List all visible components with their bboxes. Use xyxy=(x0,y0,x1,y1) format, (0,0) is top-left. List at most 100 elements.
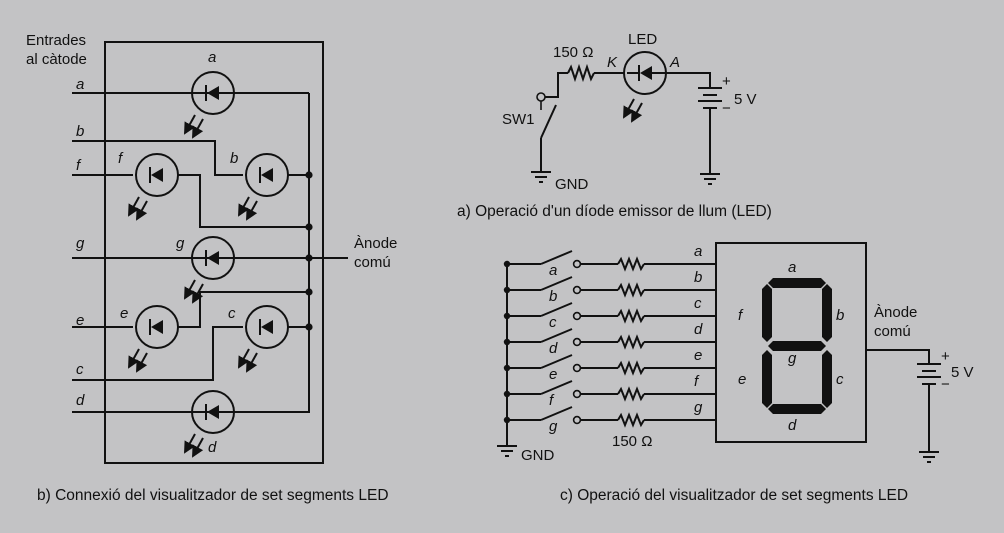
segment-a xyxy=(768,278,826,288)
gnd-label-c: GND xyxy=(521,447,555,464)
switch-blade-d xyxy=(540,328,573,343)
input-label-a: a xyxy=(76,76,84,93)
resistor-a xyxy=(567,63,595,83)
ground-symbol-c1 xyxy=(497,445,517,457)
switch-row-f xyxy=(503,380,716,402)
switch-label-a: a xyxy=(549,262,557,279)
wire-led-battery xyxy=(666,72,711,88)
segment-label-b: b xyxy=(836,307,844,324)
segment-label-c: c xyxy=(836,371,844,388)
ground-dot-g xyxy=(503,416,511,424)
segment-label-g: g xyxy=(788,350,797,367)
segment-e xyxy=(762,350,772,408)
resistor-e xyxy=(617,360,645,376)
led-label-e: e xyxy=(120,305,128,322)
resistor-a xyxy=(617,256,645,272)
ground-dot-c xyxy=(503,312,511,320)
led-g xyxy=(184,236,235,304)
switch-label-e: e xyxy=(549,366,557,383)
switch-label: SW1 xyxy=(502,111,535,128)
switch-top-contact xyxy=(536,92,546,102)
switch-row-d xyxy=(503,328,716,350)
input-label-d: d xyxy=(76,392,85,409)
led-g-body xyxy=(191,236,235,280)
input-label-f: f xyxy=(76,157,82,174)
led-g-light-arrow-2 xyxy=(192,283,204,304)
segment-label-f: f xyxy=(738,307,744,324)
resistor-value-label-c: 150 Ω xyxy=(612,433,652,450)
segment-b xyxy=(822,284,832,342)
inputs-label-line1: Entrades xyxy=(26,32,86,49)
led-c-body xyxy=(245,305,289,349)
led-a-diode-triangle xyxy=(207,86,219,100)
gnd-label: GND xyxy=(555,176,589,193)
led-f-body xyxy=(135,153,179,197)
caption-a: a) Operació d'un díode emissor de llum (… xyxy=(457,203,772,220)
anode-label-line1: Ànode xyxy=(354,235,397,252)
led-label-d: d xyxy=(208,439,217,456)
switch-row-g xyxy=(503,406,716,428)
led-d-diode-triangle xyxy=(207,405,219,419)
ground-dot-f xyxy=(503,390,511,398)
line-label-b: b xyxy=(694,269,702,286)
input-wire-b xyxy=(72,140,243,176)
segment-f xyxy=(762,284,772,342)
anode-wire-f xyxy=(178,174,309,228)
resistor-c xyxy=(617,308,645,324)
segment-label-d: d xyxy=(788,417,797,434)
seven-segment-digit xyxy=(762,278,832,414)
anode-label-c-line2: comú xyxy=(874,323,911,340)
led-f-light-arrow-2 xyxy=(136,200,148,221)
anode-label-line2: comú xyxy=(354,254,391,271)
led-e-light-arrow-1 xyxy=(128,348,140,369)
ground-symbol-a1 xyxy=(531,171,551,183)
plus-sign: + xyxy=(722,73,731,90)
switch-row-b xyxy=(503,276,716,298)
light-arrow-a1 xyxy=(623,98,635,119)
line-label-a: a xyxy=(694,243,702,260)
led-d xyxy=(184,390,235,458)
led-label: LED xyxy=(628,31,657,48)
input-label-e: e xyxy=(76,312,84,329)
switch-blade-b xyxy=(540,276,573,291)
anode-wire-e xyxy=(178,291,309,328)
input-label-c: c xyxy=(76,361,84,378)
resistor-g xyxy=(617,412,645,428)
resistor-value-label: 150 Ω xyxy=(553,44,593,61)
switch-row-e xyxy=(503,354,716,376)
diagram-a-led-operation: 150 Ω LED K A SW1 GND + − 5 V xyxy=(457,31,772,220)
switch-label-d: d xyxy=(549,340,558,357)
switch-label-c: c xyxy=(549,314,557,331)
led-b xyxy=(238,153,289,221)
led-label-a: a xyxy=(208,49,216,66)
switch-row-c xyxy=(503,302,716,324)
switch-blade-f xyxy=(540,380,573,395)
led-label-g: g xyxy=(176,235,185,252)
resistor-b xyxy=(617,282,645,298)
seven-segment-display-box xyxy=(715,242,867,443)
input-label-b: b xyxy=(76,123,84,140)
led-b-body xyxy=(245,153,289,197)
led-label-c: c xyxy=(228,305,236,322)
caption-c: c) Operació del visualitzador de set seg… xyxy=(560,487,908,504)
switch-contact-f xyxy=(572,389,582,399)
led-d-light-arrow-2 xyxy=(192,437,204,458)
led-e-diode-triangle xyxy=(151,320,163,334)
line-label-f: f xyxy=(694,373,700,390)
battery-a xyxy=(698,87,722,109)
switch-blade-c xyxy=(540,302,573,317)
led-f-diode-triangle xyxy=(151,168,163,182)
minus-sign-c: − xyxy=(941,376,950,393)
light-arrow-a2 xyxy=(631,102,643,123)
resistor-d xyxy=(617,334,645,350)
minus-sign: − xyxy=(722,100,731,117)
line-label-g: g xyxy=(694,399,703,416)
line-label-d: d xyxy=(694,321,703,338)
led-b-light-arrow-2 xyxy=(246,200,258,221)
led-c-diode-triangle xyxy=(261,320,273,334)
led-a-light-arrow-2 xyxy=(192,118,204,139)
plus-sign-c: + xyxy=(941,348,950,365)
led-b-light-arrow-1 xyxy=(238,196,250,217)
ground-symbol-a2 xyxy=(700,173,720,185)
display-package-box xyxy=(104,41,324,464)
